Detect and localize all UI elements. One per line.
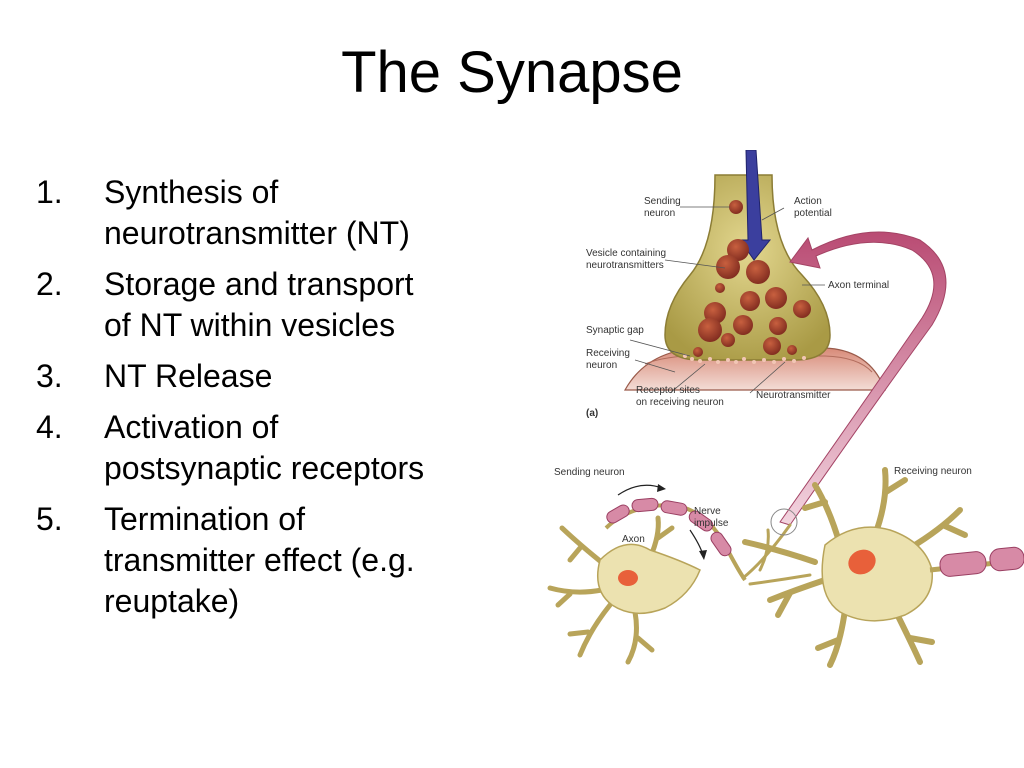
- step-line: Activation of: [104, 409, 279, 445]
- step-line: Termination of: [104, 501, 305, 537]
- step-text: Storage and transport of NT within vesic…: [104, 264, 514, 346]
- step-number: 3.: [36, 358, 63, 394]
- connection-arrow: [779, 231, 947, 526]
- step-line: of NT within vesicles: [104, 307, 396, 343]
- receiving-neuron-body: [821, 526, 933, 622]
- label-nerve-impulse: Nerve: [694, 506, 721, 517]
- sending-axon: [604, 497, 747, 582]
- page-title: The Synapse: [341, 40, 683, 105]
- step-text: Termination of transmitter effect (e.g. …: [104, 499, 514, 622]
- synapse-highlight-circle: [770, 508, 798, 536]
- sending-neuron-body: [597, 543, 701, 614]
- step-line: postsynaptic receptors: [104, 450, 425, 486]
- step-number: 5.: [36, 501, 63, 537]
- action-potential-arrow: [739, 150, 772, 261]
- step-item: 5. Termination of transmitter effect (e.…: [36, 499, 516, 622]
- label-panel-a: (a): [586, 408, 598, 419]
- label-receiving-neuron: Receiving neuron: [894, 466, 972, 477]
- step-line: neurotransmitter (NT): [104, 215, 410, 251]
- label-axon-terminal: Axon terminal: [828, 280, 889, 291]
- step-text: NT Release: [104, 356, 514, 397]
- step-line: Storage and transport: [104, 266, 414, 302]
- step-item: 2. Storage and transport of NT within ve…: [36, 264, 516, 346]
- label-nerve-impulse: impulse: [694, 518, 729, 529]
- label-receptor-sites: Receptor sites: [636, 385, 700, 396]
- step-line: NT Release: [104, 358, 273, 394]
- label-vesicle: Vesicle containing: [586, 248, 666, 259]
- label-neurotransmitter: Neurotransmitter: [756, 390, 831, 401]
- label-axon: Axon: [622, 534, 645, 545]
- leader-lines: [629, 206, 825, 394]
- label-action-potential: potential: [794, 208, 832, 219]
- label-vesicle: neurotransmitters: [586, 260, 664, 271]
- step-item: 3. NT Release: [36, 356, 516, 397]
- step-item: 1. Synthesis of neurotransmitter (NT): [36, 172, 516, 254]
- label-receptor-sites: on receiving neuron: [636, 397, 724, 408]
- label-sending-neuron: Sending neuron: [554, 467, 625, 478]
- step-number: 1.: [36, 174, 63, 210]
- step-text: Synthesis of neurotransmitter (NT): [104, 172, 514, 254]
- step-line: Synthesis of: [104, 174, 279, 210]
- label-synaptic-gap: Synaptic gap: [586, 325, 644, 336]
- label-receiving-neuron-top: Receiving: [586, 348, 630, 359]
- neurotransmitter-dots: [683, 354, 806, 364]
- label-sending-neuron-top: Sending: [644, 196, 681, 207]
- synapse-steps-list: 1. Synthesis of neurotransmitter (NT) 2.…: [36, 172, 516, 632]
- sending-neuron-nucleus: [618, 570, 638, 586]
- receiving-axon: [929, 546, 1024, 577]
- impulse-arrow-top: [617, 484, 663, 496]
- vesicles: [693, 200, 811, 357]
- step-item: 4. Activation of postsynaptic receptors: [36, 407, 516, 489]
- label-receiving-neuron-top: neuron: [586, 360, 617, 371]
- label-sending-neuron-top: neuron: [644, 208, 675, 219]
- step-line: transmitter effect (e.g.: [104, 542, 415, 578]
- step-number: 4.: [36, 409, 63, 445]
- receiving-neuron-nucleus: [848, 549, 876, 575]
- synapse-diagram: Sending neuron Action potential Vesicle …: [547, 150, 1024, 668]
- step-line: reuptake): [104, 583, 240, 619]
- label-action-potential: Action: [794, 196, 822, 207]
- step-text: Activation of postsynaptic receptors: [104, 407, 514, 489]
- step-number: 2.: [36, 266, 63, 302]
